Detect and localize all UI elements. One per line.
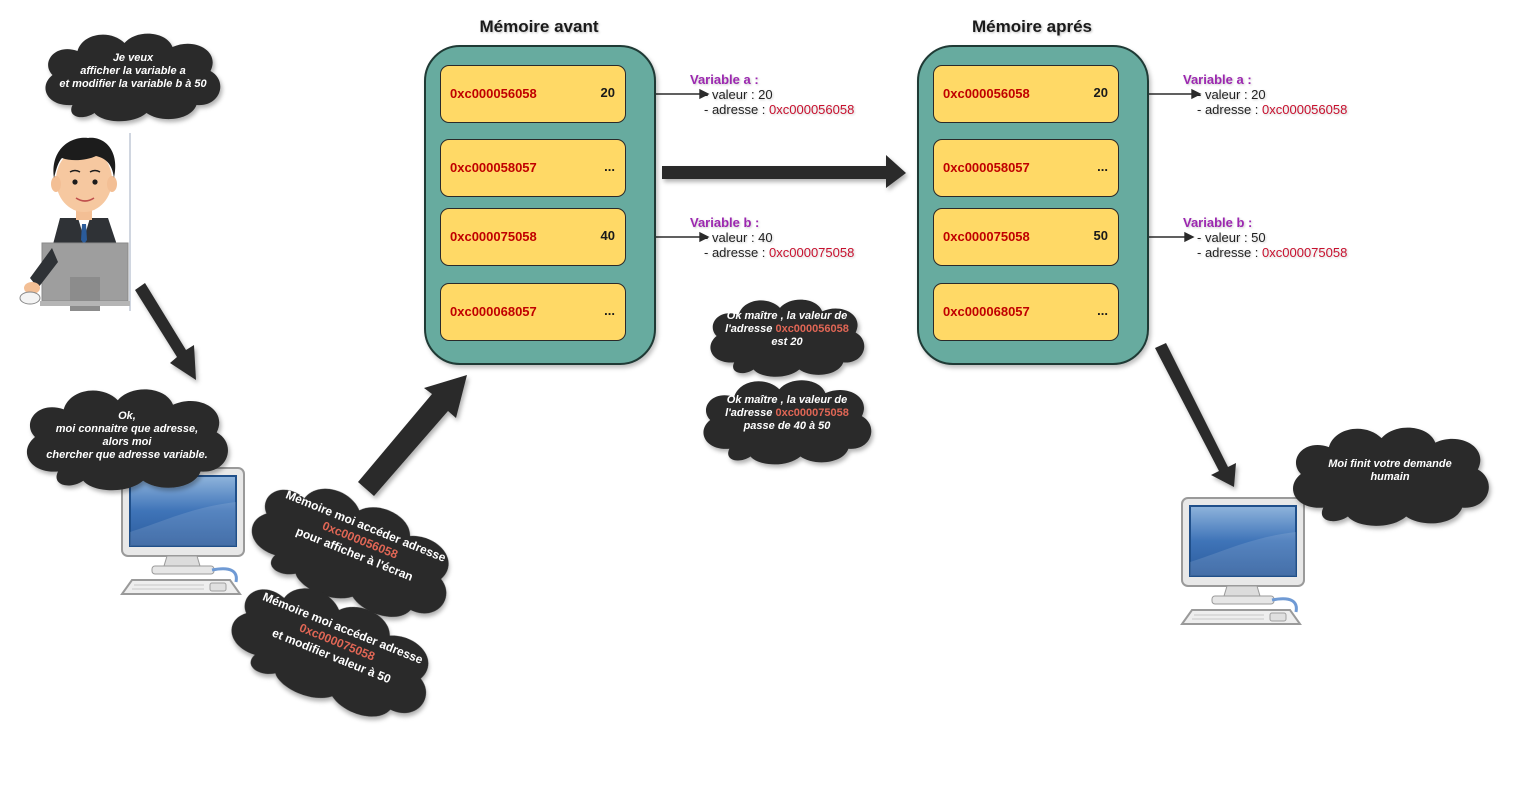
- response-line: passe de 40 à 50: [743, 420, 831, 432]
- computer-speech-text: Ok, moi connaitre que adresse, alors moi…: [22, 410, 232, 462]
- variable-value: - valeur : 20: [704, 87, 773, 102]
- cell-value: ...: [604, 303, 615, 318]
- response-line: Ok maître , la valeur de: [726, 394, 848, 406]
- variable-address: 0xc000056058: [769, 102, 855, 117]
- variable-address-label: - adresse :: [704, 102, 770, 117]
- variable-name: Variable a :: [1183, 72, 1252, 87]
- memory-after-panel: 0xc000056058 20 0xc000058057 ... 0xc0000…: [917, 45, 1149, 365]
- final-response-text: Moi finit votre demande humain: [1300, 458, 1480, 484]
- cell-address: 0xc000075058: [450, 229, 537, 244]
- computer-speech-line: chercher que adresse variable.: [46, 449, 208, 461]
- memory-cell[interactable]: 0xc000075058 50: [933, 208, 1119, 266]
- cell-value: 20: [1093, 85, 1108, 100]
- cell-address: 0xc000075058: [943, 229, 1030, 244]
- memory-cell[interactable]: 0xc000075058 40: [440, 208, 626, 266]
- cell-value: ...: [1097, 303, 1108, 318]
- response-line: Ok maître , la valeur de: [726, 310, 848, 322]
- user-speech-line: Je veux: [112, 52, 154, 64]
- cell-value: ...: [1097, 159, 1108, 174]
- computer-speech-line: Ok,: [118, 410, 136, 422]
- user-speech-line: afficher la variable a: [80, 65, 186, 77]
- computer-left-illustration: [120, 466, 246, 596]
- variable-address-label: - adresse :: [704, 245, 770, 260]
- cell-address: 0xc000056058: [943, 86, 1030, 101]
- computer-speech-line: moi connaitre que adresse,: [55, 423, 199, 435]
- memory-cell[interactable]: 0xc000058057 ...: [440, 139, 626, 197]
- final-line: Moi finit votre demande: [1328, 458, 1452, 470]
- response-prefix: l'adresse: [725, 407, 776, 419]
- response-address: 0xc000075058: [775, 407, 849, 419]
- memory-cell[interactable]: 0xc000056058 20: [440, 65, 626, 123]
- computer-speech-line: alors moi: [102, 436, 152, 448]
- cell-address: 0xc000058057: [450, 160, 537, 175]
- variable-b-info-after: Variable b : - valeur : 50 - adresse : 0…: [1183, 215, 1347, 260]
- variable-value: - valeur : 50: [1197, 230, 1266, 245]
- variable-address: 0xc000075058: [769, 245, 855, 260]
- variable-b-info-before: Variable b : - valeur : 40 - adresse : 0…: [690, 215, 854, 260]
- memory-response-1: Ok maître , la valeur de l'adresse 0xc00…: [697, 310, 877, 349]
- memory-cell[interactable]: 0xc000058057 ...: [933, 139, 1119, 197]
- cell-address: 0xc000056058: [450, 86, 537, 101]
- user-speech-text: Je veux afficher la variable a et modifi…: [48, 52, 218, 91]
- memory-before-panel: 0xc000056058 20 0xc000058057 ... 0xc0000…: [424, 45, 656, 365]
- variable-address: 0xc000056058: [1262, 102, 1348, 117]
- cell-value: ...: [604, 159, 615, 174]
- memory-cell[interactable]: 0xc000056058 20: [933, 65, 1119, 123]
- variable-address-label: - adresse :: [1197, 245, 1263, 260]
- response-line: est 20: [771, 336, 803, 348]
- response-address: 0xc000056058: [775, 323, 849, 335]
- variable-value: - valeur : 20: [1197, 87, 1266, 102]
- variable-a-info-after: Variable a : - valeur : 20 - adresse : 0…: [1183, 72, 1347, 117]
- final-line: humain: [1370, 471, 1410, 483]
- response-prefix: l'adresse: [725, 323, 776, 335]
- variable-name: Variable a :: [690, 72, 759, 87]
- cell-value: 40: [600, 228, 615, 243]
- cell-value: 20: [600, 85, 615, 100]
- memory-after-title: Mémoire aprés: [972, 17, 1092, 36]
- arrow-computer-to-memory: [358, 375, 467, 496]
- variable-address: 0xc000075058: [1262, 245, 1348, 260]
- variable-a-info-before: Variable a : - valeur : 20 - adresse : 0…: [690, 72, 854, 117]
- user-speech-line: et modifier la variable b à 50: [59, 78, 207, 90]
- memory-before-title: Mémoire avant: [479, 17, 599, 36]
- cell-address: 0xc000068057: [450, 304, 537, 319]
- user-at-computer-illustration: [19, 133, 131, 311]
- memory-response-2: Ok maître , la valeur de l'adresse 0xc00…: [697, 394, 877, 433]
- memory-cell[interactable]: 0xc000068057 ...: [440, 283, 626, 341]
- variable-name: Variable b :: [1183, 215, 1253, 230]
- cell-value: 50: [1093, 228, 1108, 243]
- memory-cell[interactable]: 0xc000068057 ...: [933, 283, 1119, 341]
- cell-address: 0xc000068057: [943, 304, 1030, 319]
- arrow-user-to-computer: [135, 283, 196, 380]
- arrow-before-to-after: [662, 155, 906, 188]
- variable-name: Variable b :: [690, 215, 760, 230]
- cell-address: 0xc000058057: [943, 160, 1030, 175]
- variable-address-label: - adresse :: [1197, 102, 1263, 117]
- computer-right-illustration: [1180, 496, 1306, 626]
- arrow-memory-to-computer: [1155, 343, 1236, 487]
- variable-value: - valeur : 40: [704, 230, 773, 245]
